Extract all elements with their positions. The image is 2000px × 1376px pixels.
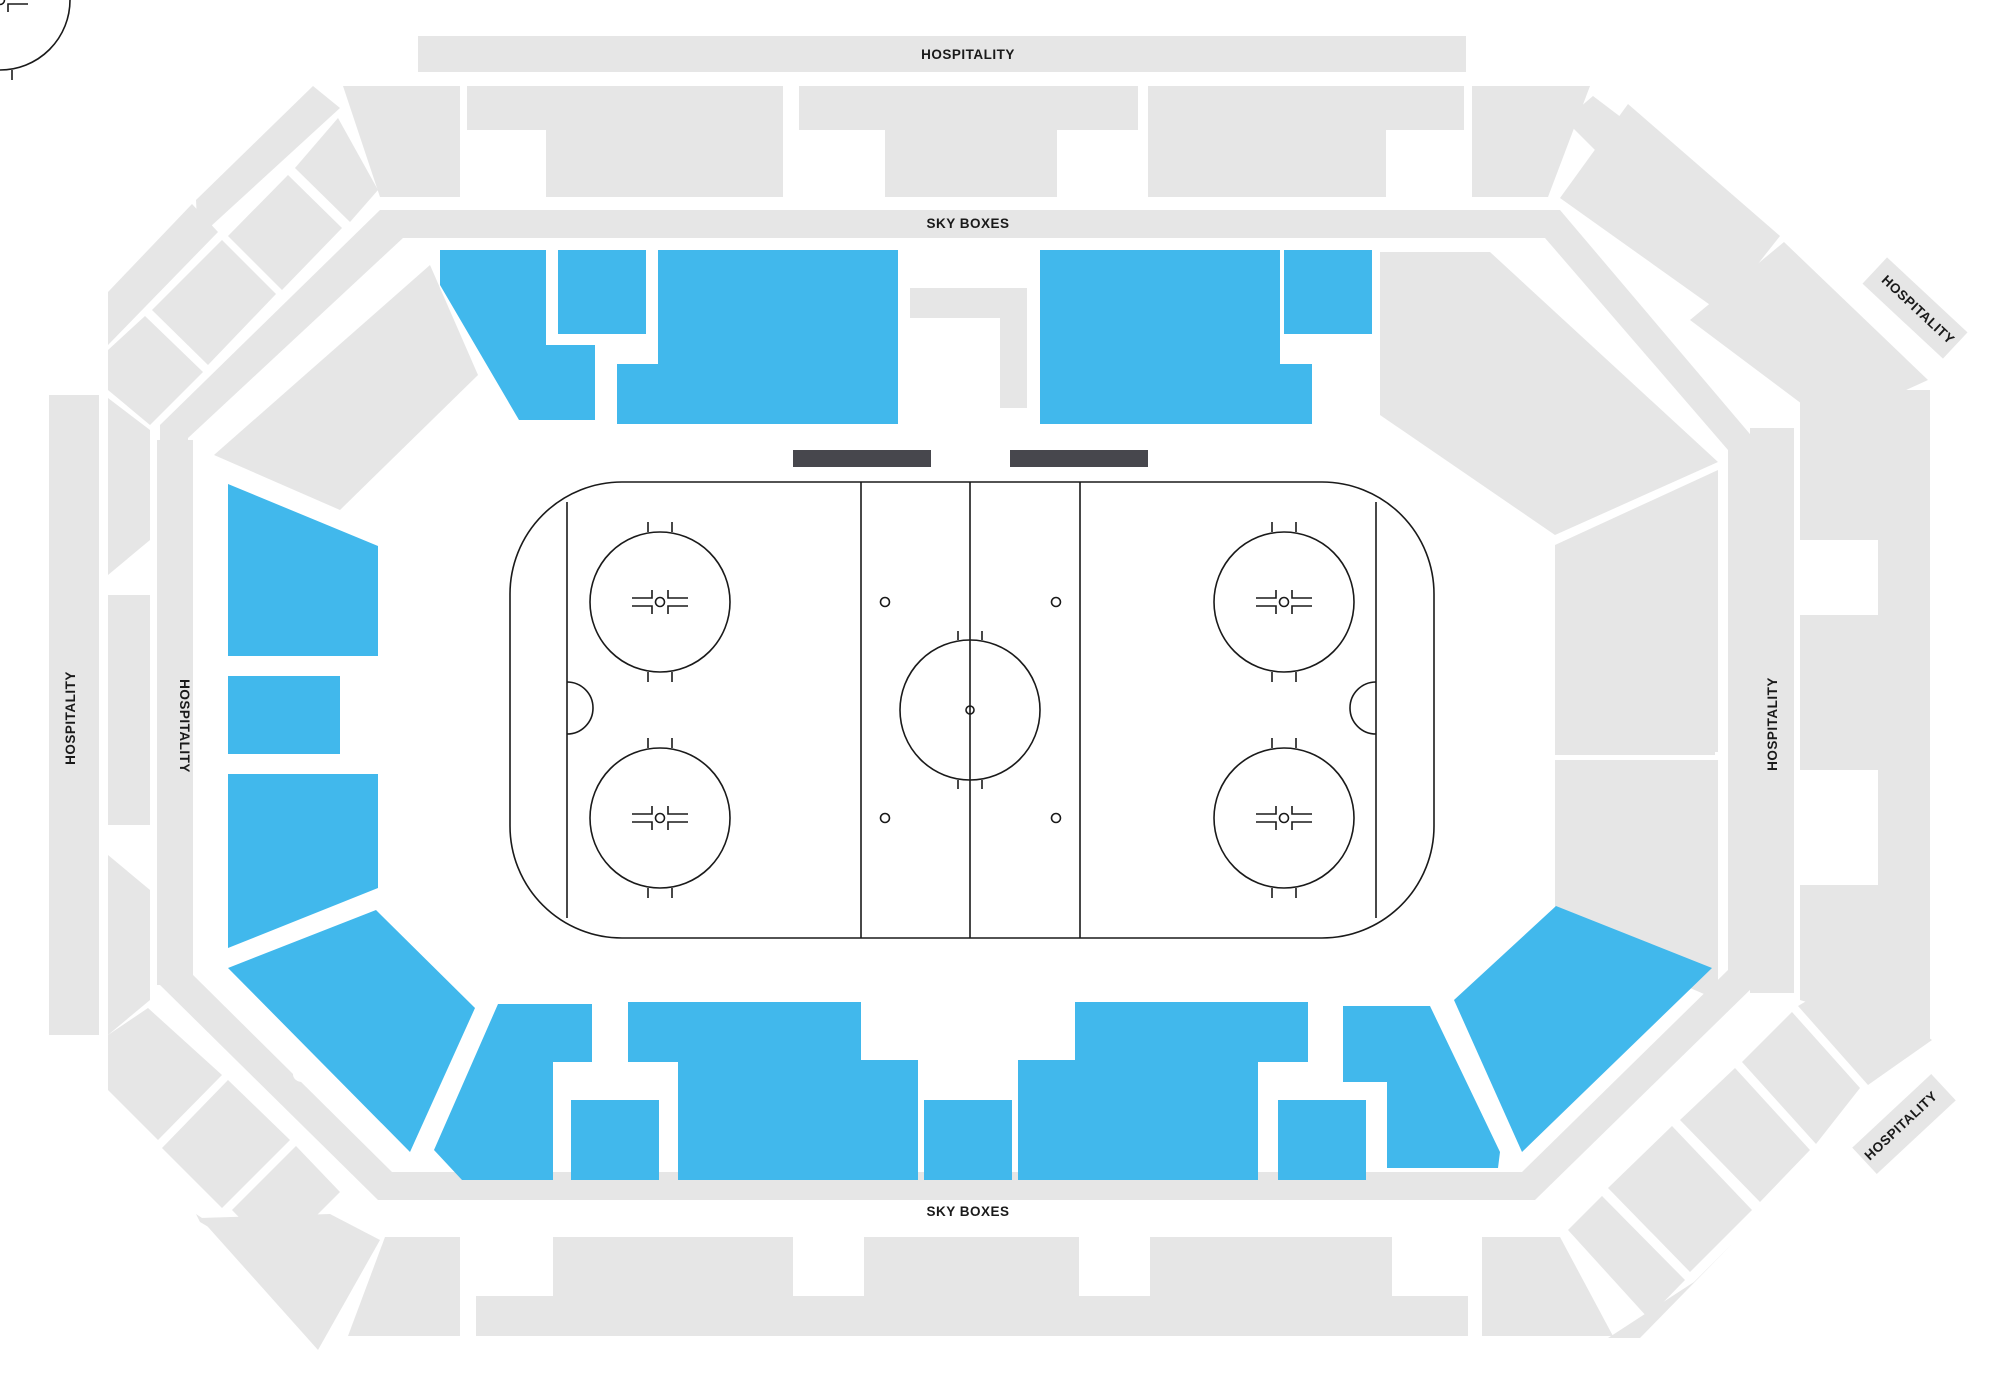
section-upper-sw-1[interactable]: [108, 1008, 222, 1140]
section-upper-se-3[interactable]: [1680, 1068, 1810, 1202]
section-upper-ne-3[interactable]: [1690, 242, 1928, 425]
section-lower-sw-1[interactable]: [228, 910, 475, 1152]
section-upper-bottom-4[interactable]: [1150, 1237, 1392, 1296]
sky-boxes-bottom-label: SKY BOXES: [926, 1204, 1009, 1219]
section-lower-n-5[interactable]: [1284, 250, 1372, 334]
section-lower-s-3[interactable]: [924, 1100, 1012, 1180]
section-lower-nw[interactable]: [214, 265, 478, 510]
section-upper-top-2[interactable]: [467, 86, 783, 197]
section-upper-nw-2[interactable]: [295, 118, 378, 222]
section-lower-ne-1[interactable]: [1380, 252, 1718, 535]
section-upper-bottom-3[interactable]: [864, 1237, 1079, 1296]
section-lower-n-2[interactable]: [558, 250, 646, 334]
section-upper-nw-6[interactable]: [108, 316, 203, 425]
section-lower-w-3[interactable]: [228, 774, 378, 948]
team-bench-home: [793, 450, 931, 467]
section-lower-e-2[interactable]: [1555, 660, 1715, 755]
section-upper-ne-2[interactable]: [1560, 104, 1780, 312]
hospitality-top[interactable]: [418, 36, 1466, 72]
section-upper-nw-3[interactable]: [228, 175, 342, 290]
section-lower-s-5[interactable]: [1278, 1100, 1366, 1180]
hospitality-west-inner-label: HOSPITALITY: [177, 679, 192, 773]
section-upper-nw-5[interactable]: [108, 204, 218, 345]
section-lower-n-1[interactable]: [440, 250, 595, 420]
section-upper-nw-1[interactable]: [196, 86, 340, 238]
hospitality-top-label: HOSPITALITY: [921, 47, 1015, 62]
section-upper-sw-2[interactable]: [162, 1080, 290, 1208]
section-upper-top-3[interactable]: [799, 86, 1138, 197]
section-upper-se-1[interactable]: [1568, 1196, 1685, 1318]
team-bench-away: [1010, 450, 1148, 467]
section-upper-bottom-5[interactable]: [1482, 1237, 1613, 1336]
hospitality-ne[interactable]: [1862, 257, 1968, 359]
section-upper-se-2[interactable]: [1608, 1126, 1752, 1272]
hospitality-west-outer[interactable]: [49, 395, 99, 1035]
section-upper-top-5[interactable]: [1472, 86, 1590, 197]
section-upper-top-4[interactable]: [1148, 86, 1464, 197]
hospitality-east[interactable]: [1750, 428, 1794, 993]
section-upper-w-2[interactable]: [108, 595, 150, 825]
hospitality-east-label: HOSPITALITY: [1765, 677, 1780, 771]
hospitality-se[interactable]: [1852, 1074, 1956, 1174]
ice-rink: [0, 0, 1435, 939]
section-lower-s-2[interactable]: [628, 1002, 918, 1180]
sky-boxes-top-label: SKY BOXES: [926, 216, 1009, 231]
section-lower-se-1[interactable]: [1343, 1006, 1500, 1168]
section-upper-nw-4[interactable]: [152, 240, 276, 365]
section-lower-sw-2[interactable]: [434, 1004, 592, 1180]
section-lower-n-4[interactable]: [1040, 250, 1312, 424]
section-lower-w-1[interactable]: [228, 484, 378, 656]
section-lower-s-4[interactable]: [1018, 1002, 1308, 1180]
section-lower-n-center[interactable]: [910, 288, 1027, 408]
section-lower-s-1[interactable]: [571, 1100, 659, 1180]
section-upper-top-1[interactable]: [343, 86, 460, 197]
section-upper-w-3[interactable]: [108, 855, 150, 1035]
section-upper-w-1[interactable]: [108, 398, 150, 575]
section-upper-bottom-2[interactable]: [476, 1237, 1468, 1336]
section-upper-bottom-1[interactable]: [348, 1237, 460, 1336]
hospitality-west-outer-label: HOSPITALITY: [63, 671, 78, 765]
section-lower-w-2[interactable]: [228, 676, 340, 754]
section-lower-n-3[interactable]: [617, 250, 898, 424]
section-upper-se-4[interactable]: [1742, 1012, 1860, 1144]
section-lower-se-2[interactable]: [1454, 906, 1712, 1152]
section-upper-sw-5[interactable]: [200, 1214, 380, 1350]
hospitality-west-inner[interactable]: [157, 440, 193, 985]
section-upper-e-1[interactable]: [1800, 390, 1930, 1040]
